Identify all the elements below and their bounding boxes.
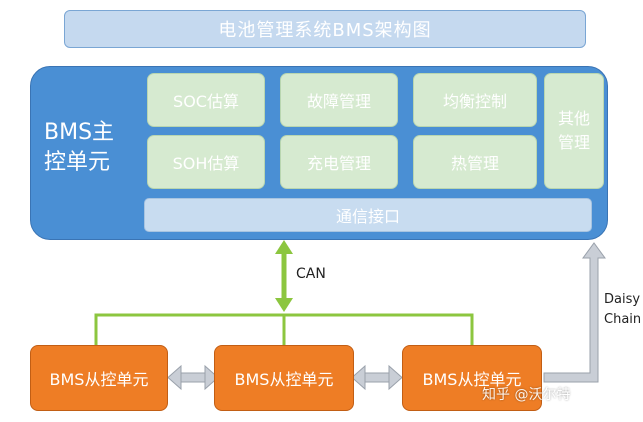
module-other-line2: 管理 bbox=[557, 133, 590, 152]
daisy-chain-arrow bbox=[543, 242, 606, 383]
daisy-chain-label-line1: Daisy bbox=[604, 292, 641, 307]
module-fault: 故障管理 bbox=[280, 73, 398, 127]
bms-slave-unit-1: BMS从控单元 bbox=[30, 345, 168, 411]
module-soc: SOC估算 bbox=[147, 73, 265, 127]
daisy-chain-label: Daisy Chain bbox=[604, 290, 641, 330]
bms-slave-unit-2: BMS从控单元 bbox=[214, 345, 354, 411]
slave-link-arrow-1 bbox=[167, 364, 219, 391]
can-arrow-head-down bbox=[275, 298, 293, 312]
watermark: 知乎 @沃尔特 bbox=[482, 387, 571, 403]
comm-interface: 通信接口 bbox=[144, 198, 592, 232]
slave-link-arrow-2 bbox=[351, 364, 403, 391]
master-label: BMS主 控单元 bbox=[44, 118, 136, 178]
can-arrow-head-up bbox=[275, 240, 293, 254]
module-other-line1: 其他 bbox=[557, 109, 590, 128]
master-label-line2: 控单元 bbox=[44, 150, 111, 175]
master-label-line1: BMS主 bbox=[44, 120, 115, 145]
bms-slave-unit-3: BMS从控单元 bbox=[402, 345, 542, 411]
module-soh: SOH估算 bbox=[147, 135, 265, 189]
module-charge: 充电管理 bbox=[280, 135, 398, 189]
diagram-title: 电池管理系统BMS架构图 bbox=[64, 10, 586, 48]
module-thermal: 热管理 bbox=[413, 135, 537, 189]
module-other: 其他 管理 bbox=[544, 73, 604, 189]
module-balance: 均衡控制 bbox=[413, 73, 537, 127]
daisy-chain-label-line2: Chain bbox=[604, 312, 642, 327]
can-label: CAN bbox=[296, 266, 326, 282]
